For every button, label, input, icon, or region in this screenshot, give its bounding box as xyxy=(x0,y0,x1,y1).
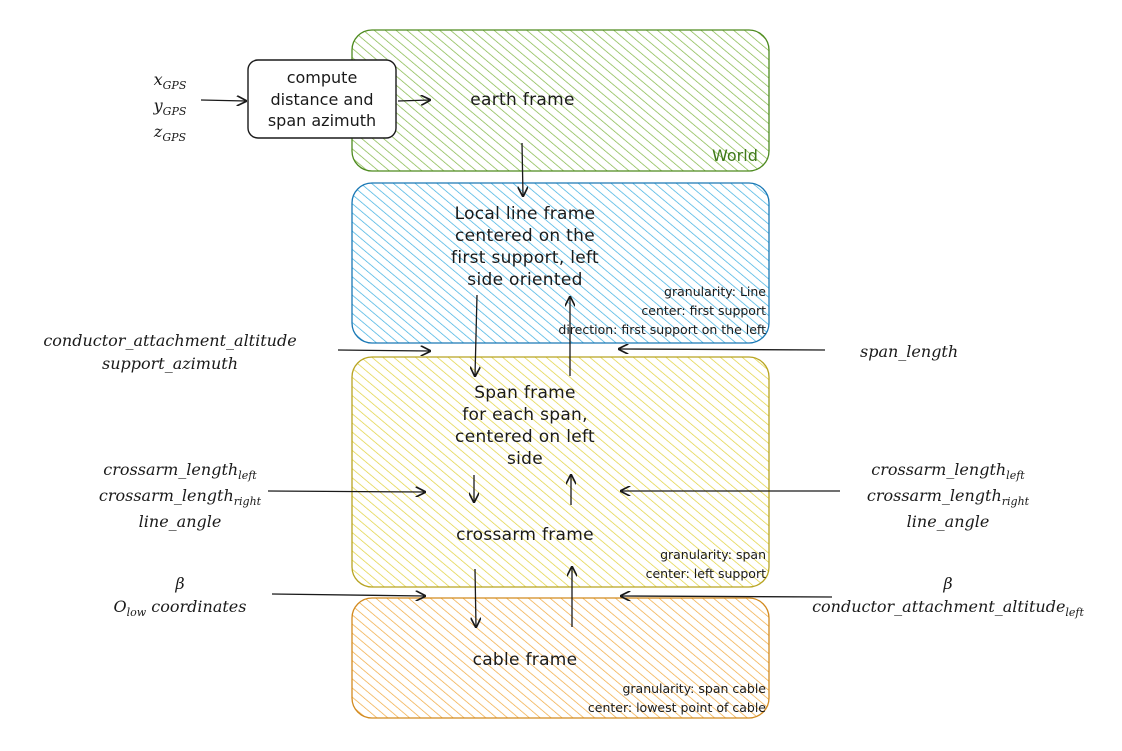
compute-box-label: compute distance and span azimuth xyxy=(267,68,377,131)
span-frame-title: Span frame for each span, centered on le… xyxy=(455,383,595,470)
earth-frame-title: earth frame xyxy=(470,90,575,110)
span-frame-box xyxy=(351,356,770,588)
crossarm-params-right: crossarm_lengthleft crossarm_lengthright… xyxy=(866,460,1030,532)
arrow-gps-to-compute xyxy=(200,100,246,101)
cable-params-right: β conductor_attachment_altitudeleft xyxy=(812,574,1084,620)
line-frame-box xyxy=(351,182,770,344)
gps-inputs: xGPS yGPS zGPS xyxy=(140,68,200,147)
line-frame-notes: granularity: Line center: first support … xyxy=(558,284,766,337)
cable-frame-box xyxy=(351,597,770,719)
compute-box xyxy=(247,59,397,139)
arrow-span-length-right xyxy=(619,349,826,350)
crossarm-params-left: crossarm_lengthleft crossarm_lengthright… xyxy=(98,460,262,532)
arrow-crossarm-params-left xyxy=(267,491,425,492)
line-span-params-left: conductor_attachment_altitude support_az… xyxy=(43,331,297,374)
arrow-line-params-left xyxy=(337,350,430,351)
arrow-earth-to-line xyxy=(522,142,523,196)
cable-frame-notes: granularity: span cable center: lowest p… xyxy=(587,681,766,715)
cable-params-left: β Olow coordinates xyxy=(113,574,247,620)
arrow-line-to-span xyxy=(475,294,477,376)
gps-y: yGPS xyxy=(153,96,187,119)
arrow-cable-params-right xyxy=(621,596,833,597)
arrow-compute-to-earth xyxy=(397,100,430,101)
gps-z: zGPS xyxy=(153,122,187,145)
crossarm-frame-title: crossarm frame xyxy=(456,525,594,545)
arrow-cable-params-left xyxy=(271,594,425,596)
crossarm-frame-notes: granularity: span center: left support xyxy=(645,547,766,581)
cable-frame-title: cable frame xyxy=(472,650,578,670)
earth-frame-tag: World xyxy=(712,146,758,165)
line-frame-title: Local line frame centered on the first s… xyxy=(451,204,599,291)
span-length-param: span_length xyxy=(860,342,959,361)
gps-x: xGPS xyxy=(153,70,187,93)
arrow-crossarm-to-cable xyxy=(475,568,476,627)
